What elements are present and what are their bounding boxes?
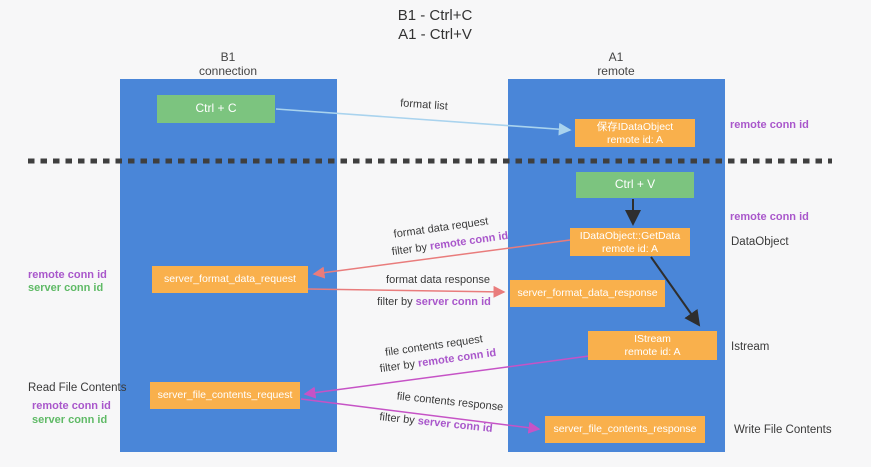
getdata-box: IDataObject::GetData remote id: A — [570, 228, 690, 256]
file-contents-response-label: file contents response — [396, 390, 504, 414]
title-line-2: A1 - Ctrl+V — [398, 26, 472, 43]
ctrl-v-box: Ctrl + V — [576, 172, 694, 198]
ctrl-c-label: Ctrl + C — [195, 101, 237, 115]
server-file-contents-response-box: server_file_contents_response — [545, 416, 705, 443]
left-lane-role: connection — [198, 64, 258, 78]
server-conn-id-left-1: server conn id — [28, 282, 104, 294]
server-file-contents-request-box: server_file_contents_request — [150, 382, 300, 409]
istream-line2: remote id: A — [624, 346, 681, 358]
right-lane-role: remote — [597, 64, 635, 78]
save-idataobject-line1: 保存IDataObject — [596, 121, 674, 133]
ctrl-c-box: Ctrl + C — [157, 95, 275, 123]
istream-side-label: Istream — [731, 341, 770, 353]
server-format-data-request-label: server_format_data_request — [164, 273, 296, 285]
left-lane-header: B1 connection — [160, 50, 296, 78]
save-idataobject-box: 保存IDataObject remote id: A — [575, 119, 695, 147]
server-format-data-request-box: server_format_data_request — [152, 266, 308, 293]
write-file-contents-label: Write File Contents — [734, 424, 832, 436]
remote-conn-id-left-1: remote conn id — [28, 269, 107, 281]
istream-box: IStream remote id: A — [588, 331, 717, 360]
save-idataobject-line2: remote id: A — [606, 134, 664, 146]
server-file-contents-request-label: server_file_contents_request — [157, 389, 293, 401]
arrow-format-data-response — [307, 285, 506, 298]
format-list-label: format list — [399, 97, 449, 113]
remote-conn-id-left-2: remote conn id — [32, 400, 111, 412]
filter-by-server-conn-id-label-2: filter by server conn id — [378, 411, 494, 435]
getdata-line1: IDataObject::GetData — [579, 230, 681, 242]
server-conn-id-left-2: server conn id — [32, 414, 108, 426]
server-format-data-response-box: server_format_data_response — [510, 280, 665, 307]
ctrl-v-label: Ctrl + V — [614, 177, 656, 191]
remote-conn-id-right-2: remote conn id — [730, 211, 809, 223]
read-file-contents-label: Read File Contents — [28, 382, 127, 394]
right-lane-name: A1 — [608, 50, 624, 64]
format-data-response-label: format data response — [386, 274, 490, 286]
server-file-contents-response-label: server_file_contents_response — [553, 423, 697, 435]
diagram-title: B1 - Ctrl+C A1 - Ctrl+V — [280, 6, 590, 44]
dataobject-label: DataObject — [731, 236, 789, 248]
left-lane-name: B1 — [220, 50, 236, 64]
getdata-line2: remote id: A — [601, 243, 659, 255]
filter-by-server-conn-id-label-1: filter by server conn id — [377, 296, 491, 308]
server-format-data-response-label: server_format_data_response — [517, 287, 658, 299]
right-lane-header: A1 remote — [548, 50, 684, 78]
remote-conn-id-right-1: remote conn id — [730, 119, 809, 131]
title-line-1: B1 - Ctrl+C — [397, 7, 473, 24]
istream-line1: IStream — [634, 333, 671, 345]
